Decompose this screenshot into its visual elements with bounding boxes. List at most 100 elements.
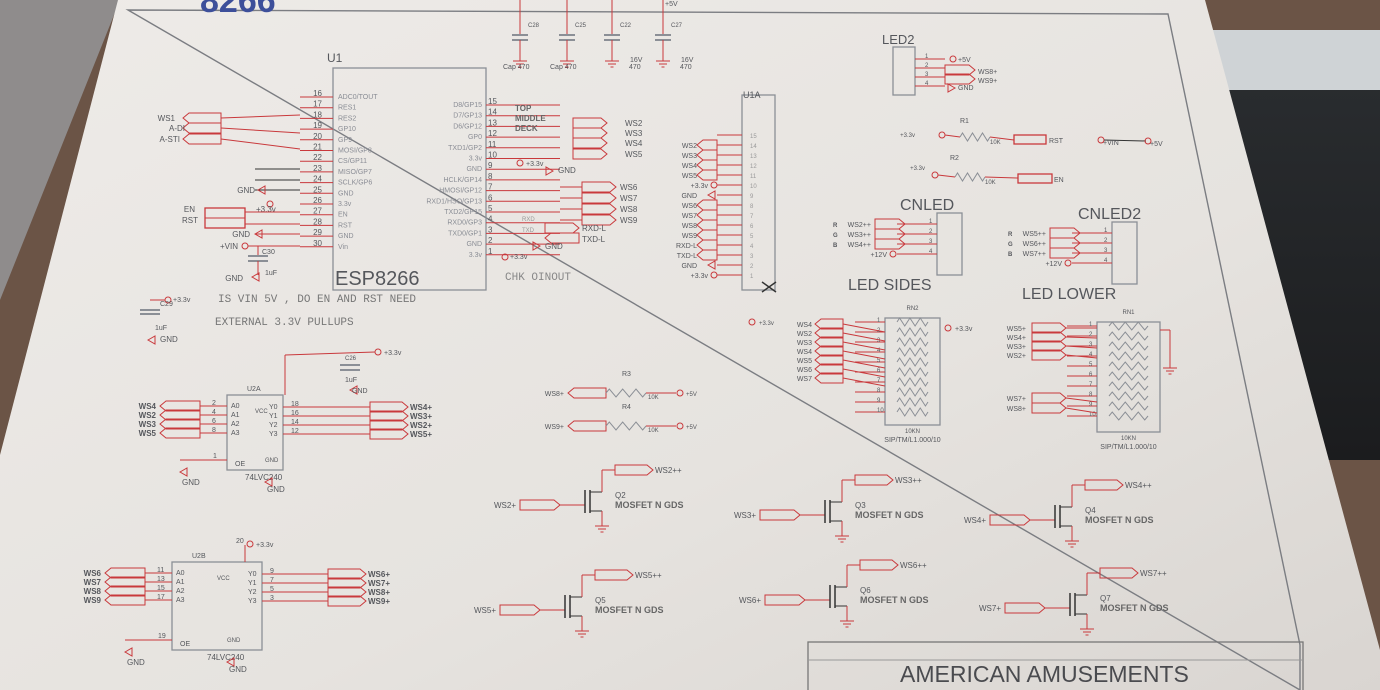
resistor	[1108, 391, 1149, 401]
gnd-arrow	[146, 335, 156, 345]
page-title-fragment: 8266	[200, 0, 276, 20]
color-label: B	[833, 243, 838, 249]
net-label: GND	[681, 263, 697, 270]
net-flag	[369, 428, 409, 440]
pin-number: 14	[750, 144, 757, 150]
company-name: AMERICAN AMUSEMENTS	[900, 661, 1189, 687]
pin-name: Y3	[269, 431, 278, 438]
pin-number: 22	[313, 153, 322, 162]
pin-number: 17	[313, 100, 322, 109]
net-label: WS4++	[848, 242, 871, 249]
resistor	[896, 367, 929, 377]
net-label: WS8+	[368, 588, 390, 597]
mosfet-type: MOSFET N GDS	[855, 510, 924, 520]
net-label: RXD-L	[582, 224, 607, 233]
gnd-arrow	[263, 477, 273, 487]
pin-number: 2	[1089, 332, 1093, 338]
net-flag	[854, 474, 894, 486]
wire	[1065, 345, 1098, 349]
net-label: WS5++	[635, 571, 662, 580]
net-flag	[544, 232, 580, 244]
pin-name: RXD0/GP3	[447, 220, 482, 227]
gnd-arrow	[706, 190, 716, 200]
net-label: GND	[545, 242, 563, 251]
pin-name: GND	[227, 638, 241, 644]
net-label: WS6	[797, 367, 812, 374]
net-label: WS7	[797, 376, 812, 383]
pin-number: 24	[313, 175, 322, 184]
net-label: WS4+	[410, 403, 432, 412]
capacitor-rating: 16V	[630, 57, 643, 64]
pin-name: RES1	[338, 105, 356, 112]
net-label: WS6	[620, 183, 638, 192]
pin-number: 6	[750, 224, 754, 230]
pin-number: 7	[877, 378, 881, 384]
supply-label: +3.3v	[173, 297, 191, 304]
net-label: WS7	[620, 194, 638, 203]
pin-name: VCC	[255, 409, 268, 415]
u1-ref: U1	[327, 51, 343, 65]
pin-name: OE	[180, 641, 190, 648]
resistor	[1108, 351, 1149, 361]
pin-number: 3	[1104, 248, 1108, 254]
net-flag	[1049, 237, 1081, 249]
pin-number: 9	[750, 194, 754, 200]
pin-number: 2	[488, 236, 493, 245]
rn-value: 10KN	[1121, 436, 1136, 442]
net-label: WS2	[625, 119, 643, 128]
net-label: RST	[1049, 138, 1064, 145]
wire	[842, 359, 886, 369]
pin-number: 15	[157, 585, 165, 592]
u1-part-name: ESP8266	[335, 268, 420, 290]
pin-number: 3	[270, 595, 274, 602]
net-flag	[327, 595, 367, 607]
supply-label: +3.3v	[900, 133, 915, 139]
net-label: WS5	[625, 150, 643, 159]
net-label: WS3++	[848, 232, 871, 239]
capacitor-value: 1uF	[345, 377, 357, 384]
resistor	[1108, 331, 1149, 341]
pin-name: Y1	[269, 413, 278, 420]
pin-name: TXD2/GP15	[444, 209, 482, 216]
net-label: WS2+	[1007, 353, 1026, 360]
pin-number: 8	[212, 427, 216, 434]
net-label: WS5+	[1007, 326, 1026, 333]
pin-number: 26	[313, 196, 322, 205]
power-port	[710, 271, 718, 279]
net-label: WS5+	[474, 606, 496, 615]
resistor	[896, 407, 929, 417]
net-flag	[874, 218, 906, 230]
supply-label: +12V	[870, 252, 887, 259]
net-label: WS9	[682, 233, 697, 240]
net-label: WS5	[139, 429, 157, 438]
net-label: WS5	[797, 358, 812, 365]
net-flag	[572, 127, 608, 139]
pin-name: OE	[235, 461, 245, 468]
net-label: WS6	[84, 569, 102, 578]
power-port	[246, 540, 254, 548]
pin-name: GND	[338, 190, 354, 197]
supply-label: +5V	[686, 392, 697, 398]
net-flag	[859, 559, 899, 571]
pin-number: 3	[925, 72, 929, 78]
net-flag	[696, 159, 718, 171]
net-flag	[581, 181, 617, 193]
pin-number: 20	[236, 538, 244, 545]
pin-number: 4	[1104, 258, 1108, 264]
net-label: TXD	[522, 228, 535, 234]
wire	[1065, 397, 1098, 403]
capacitor-value: Cap 470	[503, 64, 530, 71]
net-label: WS9+	[545, 424, 564, 431]
net-label: GND	[182, 478, 200, 487]
capacitor-ref: C22	[620, 23, 632, 29]
pin-name: A0	[231, 403, 240, 410]
pin-number: 8	[877, 388, 881, 394]
pin-name: RES2	[338, 115, 356, 122]
pin-number: 2	[750, 264, 754, 270]
net-label: WS6+	[739, 596, 761, 605]
resistor	[1108, 401, 1149, 411]
net-flag	[1049, 227, 1081, 239]
net-label: WS4++	[1125, 481, 1152, 490]
pin-number: 1	[1104, 228, 1108, 234]
pin-name: A3	[231, 430, 240, 437]
